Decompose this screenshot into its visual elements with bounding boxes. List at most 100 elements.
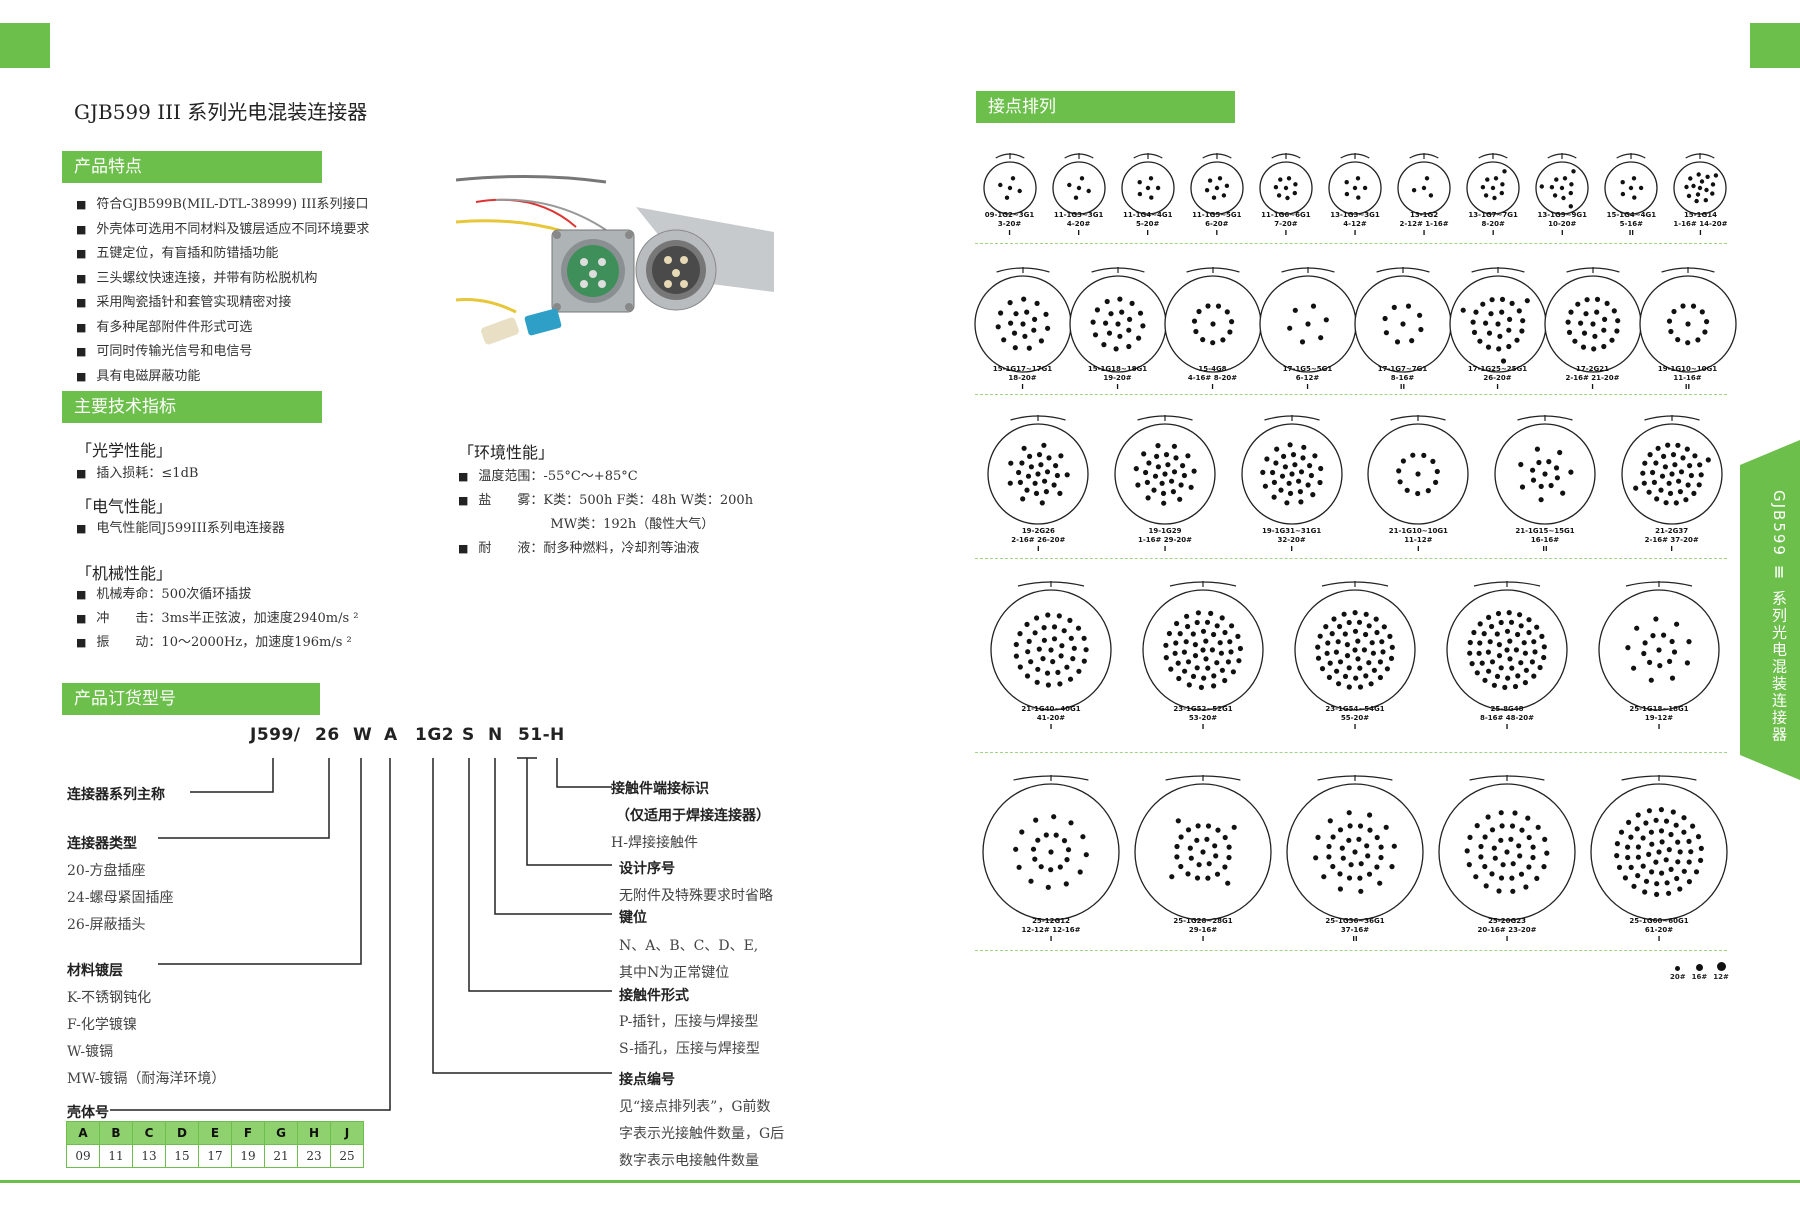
connector-label-line: II (1399, 383, 1406, 391)
legend-label: 12# (1713, 973, 1729, 981)
connector-label-line: 15-1G14 (1683, 211, 1717, 219)
connector-label-line: I (1657, 935, 1661, 943)
connector-face (982, 775, 1120, 921)
legend-dot-icon (1695, 964, 1703, 971)
environment-item: ■耐 液：耐多种燃料，冷却剂等油液 (458, 541, 700, 556)
connector-label-line: II (1542, 545, 1548, 553)
connector-label-line: 11-1G3~3G1 (1053, 211, 1104, 219)
connector-label-line: I (1201, 935, 1205, 943)
connector-label-line: 8-20# (1481, 220, 1505, 228)
connector-label-line: 17-1G5~5G1 (1282, 365, 1333, 373)
connector-face (1543, 267, 1642, 373)
environment-item-value: -55°C～+85°C (543, 469, 638, 484)
electrical-item: ■电气性能同J599III系列电连接器 (76, 521, 285, 536)
electrical-title: 「电气性能」 (76, 497, 173, 516)
environment-item-key: 耐 液： (478, 541, 544, 556)
connector-face (1367, 415, 1469, 525)
connector-label-line: 3-20# (997, 220, 1022, 228)
connector-label-line: I (1284, 229, 1288, 237)
connector-label-line: 19-2G26 (1021, 527, 1055, 535)
connector-label-line: 19-1G31~31G1 (1262, 527, 1322, 535)
connector-face (1114, 415, 1216, 525)
connector-label-line: I (1201, 723, 1205, 731)
row-divider (975, 243, 1727, 244)
connector-label-line: I (1496, 383, 1499, 391)
connector-label-line: I (1163, 545, 1167, 553)
order-code-part: W (353, 725, 373, 745)
arrangement-item-2: 字表示光接触件数量，G后 (619, 1126, 785, 1142)
shell-letter: J (330, 1121, 364, 1145)
row-divider (975, 950, 1727, 951)
connector-face (973, 267, 1072, 373)
type-item-24: 24-螺母紧固插座 (67, 890, 174, 906)
connector-label-line: 37-16# (1340, 926, 1370, 934)
environment-item-value: MW类：192h（酸性大气） (550, 517, 715, 532)
connector-label-line: 12-12# 12-16# (1021, 926, 1081, 934)
connector-face (1328, 153, 1382, 215)
connector-label-line: 5-20# (1136, 220, 1160, 228)
order-leader-lines (110, 757, 612, 1111)
connector-label-line: I (1049, 935, 1053, 943)
connector-face (1294, 581, 1416, 711)
connector-label-line: 15-1G4~4G1 (1606, 211, 1657, 219)
shell-size: 17 (198, 1144, 232, 1168)
optical-item: ■插入损耗：≤1dB (76, 466, 199, 481)
environment-item: ■盐 雾：K类：500h F类：48h W类：200h (458, 493, 754, 508)
connector-face (1241, 415, 1343, 525)
legend-item: 12# (1713, 962, 1729, 981)
connector-label-line: II (1628, 229, 1634, 237)
mechanical-item-value: 3ms半正弦波，加速度2940m/s ² (161, 611, 359, 626)
mechanical-item-value: 10～2000Hz，加速度196m/s ² (161, 635, 352, 650)
feature-item: 外壳体可选用不同材料及镀层适应不同环境要求 (76, 218, 369, 243)
environment-list: ■温度范围：-55°C～+85°C■盐 雾：K类：500h F类：48h W类：… (458, 465, 753, 561)
connector-label-line: 11-12# (1404, 536, 1433, 544)
connector-face (1448, 267, 1547, 373)
connector-face (1621, 415, 1723, 525)
row-divider (975, 558, 1727, 559)
connector-face (990, 581, 1112, 711)
order-code-part: S (462, 725, 475, 745)
shell-letter: A (66, 1121, 100, 1145)
connector-label-line: 2-12# 1-16# (1399, 220, 1449, 228)
feature-item: 可同时传输光信号和电信号 (76, 340, 369, 365)
connector-label-line: 09-1G2~3G1 (984, 211, 1035, 219)
contact-size-legend: 20#16#12# (1670, 962, 1735, 981)
connector-label-line: I (1670, 545, 1673, 553)
connector-label-line: 11-1G5~5G1 (1192, 211, 1242, 219)
connector-label-line: I (1116, 383, 1119, 391)
connector-label-line: 26-20# (1483, 374, 1512, 382)
connector-label-line: I (1077, 229, 1080, 237)
connector-label-line: 25-1G18~18G1 (1629, 705, 1689, 713)
connector-face (1438, 775, 1576, 921)
contact-item-p: P-插针，压接与焊接型 (619, 1014, 759, 1030)
feature-item: 五键定位，有盲插和防错插功能 (76, 242, 369, 267)
pinout-band: 接点排列 (976, 91, 1235, 123)
arrangement-label: 接点编号 (619, 1072, 675, 1088)
connector-face (1068, 267, 1167, 373)
connector-label-line: I (1306, 383, 1309, 391)
connector-label-line: 8-16# 48-20# (1479, 714, 1535, 722)
corner-mark-left (0, 23, 50, 68)
connector-label-line: 1-16# 14-20# (1673, 220, 1728, 228)
connector-label-line: 4-16# 8-20# (1187, 374, 1238, 382)
shell-letter: G (264, 1121, 298, 1145)
connector-face (1286, 775, 1424, 921)
connector-face (1604, 153, 1659, 215)
legend-item: 16# (1692, 964, 1707, 981)
connector-label-line: 32-20# (1277, 536, 1306, 544)
material-label: 材料镀层 (67, 963, 123, 979)
connector-label-line: I (1591, 383, 1594, 391)
design-label: 设计序号 (619, 861, 675, 877)
material-item-w: W-镀镉 (67, 1044, 114, 1060)
